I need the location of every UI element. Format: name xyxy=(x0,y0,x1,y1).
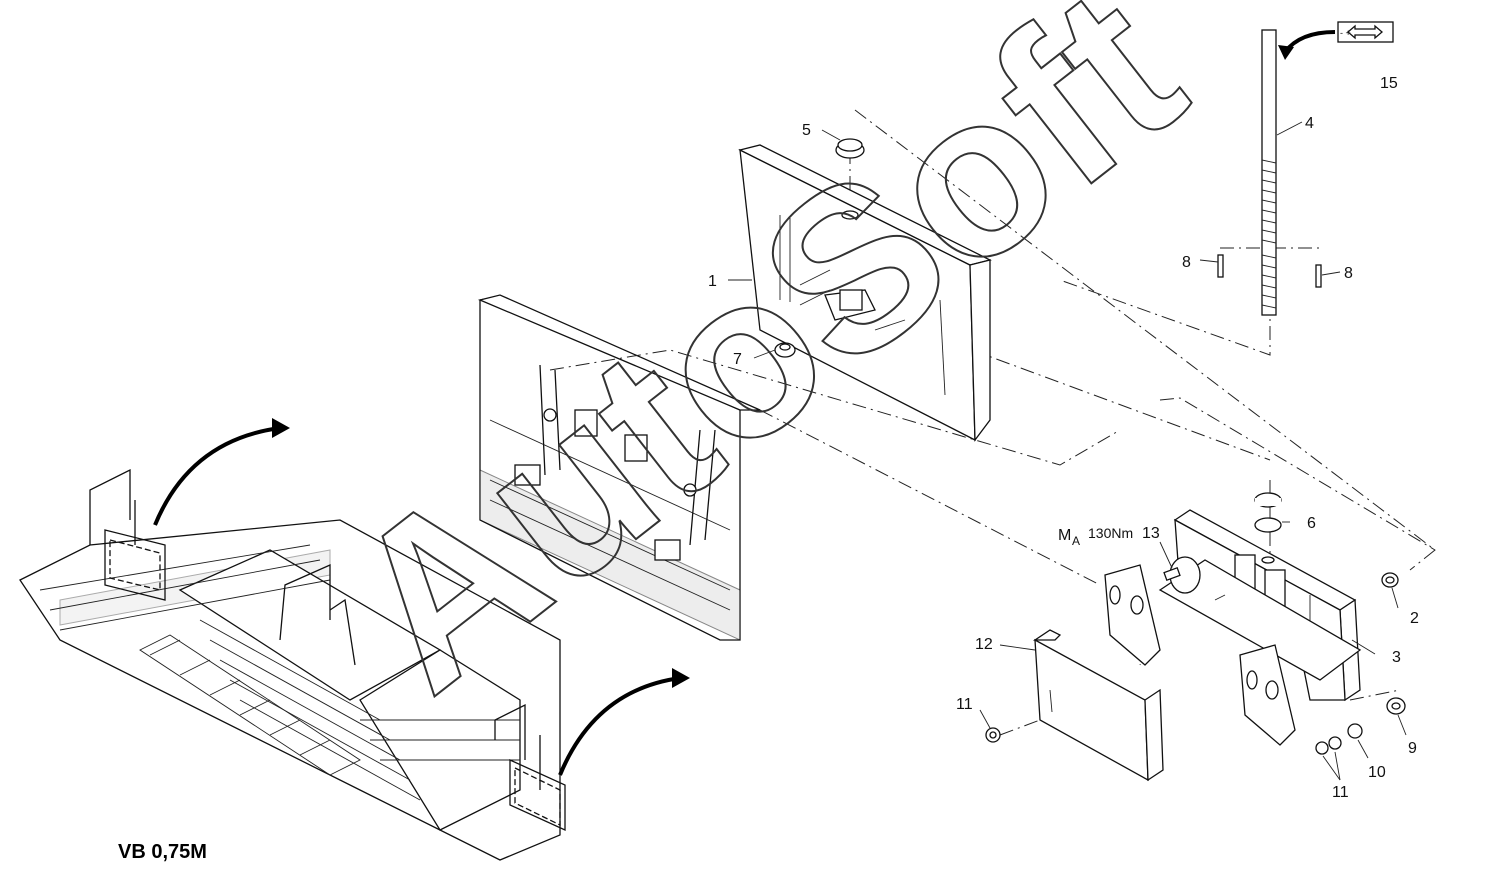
part-13-shaft-assembly xyxy=(1104,556,1362,746)
callout-leaders xyxy=(728,121,1407,781)
callout-6: 6 xyxy=(1307,515,1316,532)
part-9-washer xyxy=(1386,697,1406,715)
torque-spec: M A 130Nm xyxy=(1058,525,1133,548)
watermark: AutoSoft xyxy=(302,0,1225,739)
callout-12: 12 xyxy=(975,636,993,653)
callout-4: 4 xyxy=(1305,115,1314,132)
highlight-frame-left xyxy=(104,529,166,601)
callout-8-right: 8 xyxy=(1344,265,1353,282)
part-11-nut-left xyxy=(985,727,1001,743)
part-11-nuts-right xyxy=(1315,736,1342,755)
adjust-symbol-text: - + xyxy=(1340,28,1351,38)
callout-8-left: 8 xyxy=(1182,254,1191,271)
arrow-icon xyxy=(558,676,681,776)
callout-11-left: 11 xyxy=(956,696,973,713)
screed-plate-assembly xyxy=(477,294,761,641)
callout-13: 13 xyxy=(1142,525,1160,542)
arrow-icon xyxy=(672,668,690,688)
arrow-icon xyxy=(153,426,281,526)
model-label: VB 0,75M xyxy=(118,841,207,863)
part-8-pin-right xyxy=(1315,264,1322,288)
arrow-icon xyxy=(272,418,290,438)
part-12-cover-plate xyxy=(1032,629,1164,782)
callout-numbers: 1 2 3 4 5 6 7 8 8 9 10 11 11 12 13 15 xyxy=(708,75,1419,801)
callout-2: 2 xyxy=(1410,610,1419,627)
highlight-frame-right xyxy=(509,758,566,832)
assembly-leader-lines xyxy=(549,109,1436,736)
callout-10: 10 xyxy=(1368,764,1386,781)
callout-11-right: 11 xyxy=(1332,784,1349,801)
callout-15: 15 xyxy=(1380,75,1398,92)
callout-7: 7 xyxy=(733,351,742,368)
torque-value: 130Nm xyxy=(1088,525,1133,541)
part-2-washer xyxy=(1381,572,1399,588)
torque-subscript: A xyxy=(1072,534,1080,548)
torque-symbol: M xyxy=(1058,527,1071,544)
screed-machine-overview xyxy=(19,418,690,861)
callout-5: 5 xyxy=(802,122,811,139)
part-6-washers xyxy=(1254,492,1282,564)
part-4-threaded-rod xyxy=(1261,29,1277,316)
callout-3: 3 xyxy=(1392,649,1401,666)
callout-1: 1 xyxy=(708,273,717,290)
callout-9: 9 xyxy=(1408,740,1417,757)
part-15-adjust-indicator xyxy=(1278,21,1394,60)
part-1-frame xyxy=(738,144,992,442)
part-8-pin-left xyxy=(1217,254,1224,278)
part-10-washer xyxy=(1347,723,1363,739)
part-5-ring xyxy=(835,138,865,220)
